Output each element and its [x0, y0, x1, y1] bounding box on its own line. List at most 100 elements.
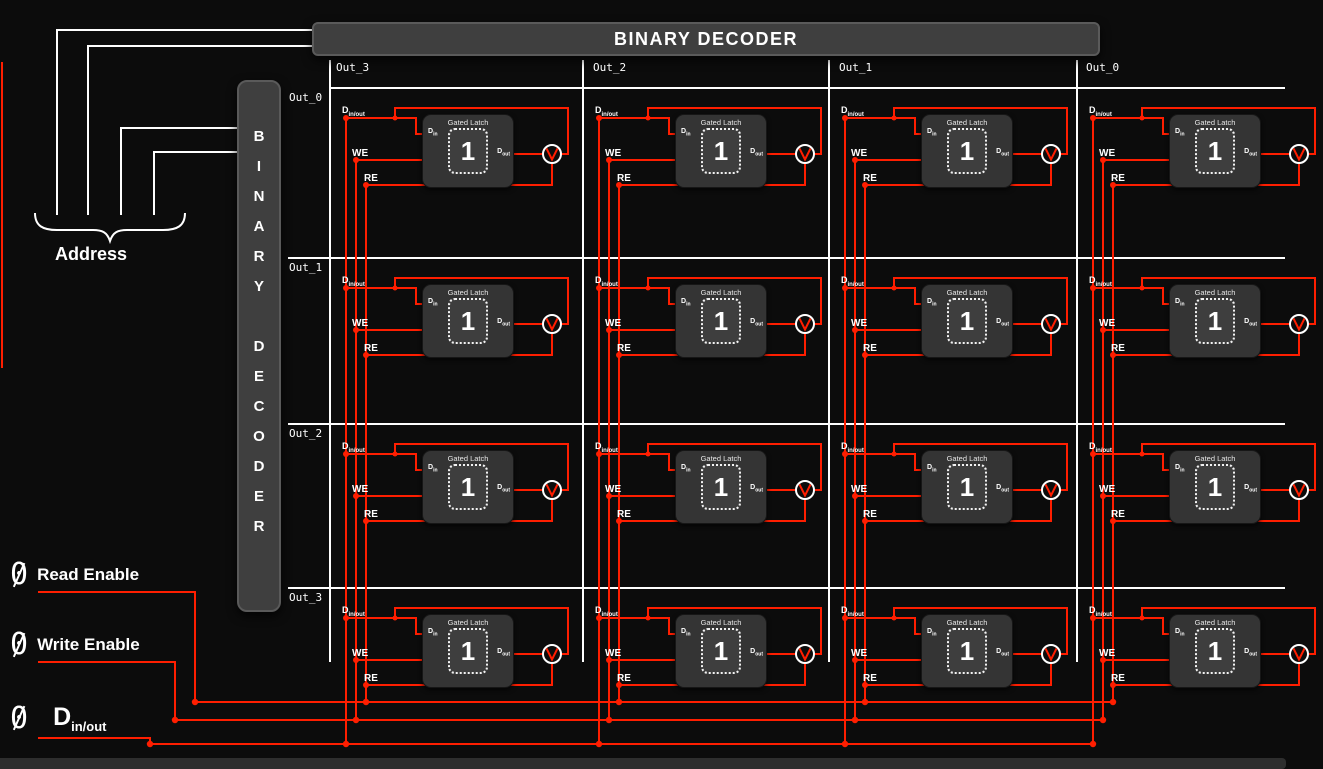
din-d: D [1175, 464, 1181, 471]
write-enable-label: Write Enable [37, 635, 140, 654]
memory-cell: Din/out WE RE Gated Latch Din 1 Dout [583, 258, 829, 428]
dinout-sub: in/out [1095, 611, 1112, 618]
latch-stored-bit: 1 [701, 464, 741, 510]
din-sub: in [932, 131, 937, 138]
latch-dout-label: Dout [996, 318, 1009, 327]
latch-title: Gated Latch [700, 288, 742, 297]
row-header-out3: Out_3 [289, 591, 323, 604]
din-sub: in [1180, 631, 1185, 638]
cell-re-label: RE [617, 509, 631, 520]
dinout-wire [599, 117, 675, 135]
junction-dot [596, 285, 602, 291]
junction-dot [862, 352, 868, 358]
dout-d: D [750, 148, 756, 155]
cell-re-label: RE [617, 343, 631, 354]
latch-dout-label: Dout [750, 484, 763, 493]
dinout-wire [599, 617, 675, 635]
din-sub: in [433, 467, 438, 474]
dout-sub: out [755, 487, 763, 494]
junction-dot [342, 740, 350, 748]
cell-we-label: WE [1099, 648, 1116, 659]
address-label: Address [55, 244, 128, 264]
latch-title: Gated Latch [1194, 288, 1236, 297]
cell-re-label: RE [863, 509, 877, 520]
latch-din-label: Din [681, 298, 691, 307]
feedback-loop-wire [647, 277, 822, 325]
dinout-wire [599, 453, 675, 471]
junction-dot [343, 615, 349, 621]
junction-dot [343, 285, 349, 291]
tristate-buffer-glyph [1292, 484, 1306, 498]
dinout-sub: in/out [348, 281, 365, 288]
cell-wires [1090, 107, 1316, 188]
dinout-wire [1093, 287, 1169, 305]
latch-title: Gated Latch [1194, 618, 1236, 627]
dinout-wire [845, 287, 921, 305]
latch-dout-label: Dout [497, 318, 510, 327]
din-sub: in [1180, 467, 1185, 474]
cell-re-label: RE [617, 673, 631, 684]
junction-dot [606, 327, 612, 333]
feedback-loop-wire [394, 277, 569, 325]
din-sub: in [686, 131, 691, 138]
junction-dot [1110, 518, 1116, 524]
latch-stored-bit: 1 [947, 298, 987, 344]
junction-dot [1110, 682, 1116, 688]
memory-cell: Din/out WE RE Gated Latch Din 1 Dout [583, 588, 829, 758]
col-header-out3: Out_3 [336, 61, 370, 74]
dinout-sub: in/out [847, 447, 864, 454]
cell-we-label: WE [352, 318, 369, 329]
latch-stored-bit: 1 [448, 298, 488, 344]
dinout-d: D [1089, 441, 1096, 451]
grid-lines [288, 60, 1285, 662]
dinout-signal-label: Din/out [53, 703, 106, 734]
cell-we-label: WE [1099, 484, 1116, 495]
memory-cell: Din/out WE RE Gated Latch Din 1 Dout [1077, 588, 1323, 758]
latch-din-label: Din [927, 628, 937, 637]
latch-dout-label: Dout [497, 648, 510, 657]
bit-zero: 0 [10, 557, 29, 592]
dinout-wire [599, 287, 675, 305]
din-d: D [428, 628, 434, 635]
tristate-buffer-glyph [545, 318, 559, 332]
junction-dot [353, 327, 359, 333]
latch-dout-label: Dout [750, 148, 763, 157]
dinout-sub: in/out [1095, 447, 1112, 454]
cell-wires [343, 607, 569, 688]
dout-sub: out [1001, 321, 1009, 328]
tristate-buffer-glyph [798, 648, 812, 662]
cell-wires [343, 443, 569, 524]
junction-dot [616, 182, 622, 188]
gated-latch: Gated Latch Din 1 Dout [921, 450, 1013, 524]
junction-dot [1090, 615, 1096, 621]
junction-dot [1100, 657, 1106, 663]
junction-dot [842, 115, 848, 121]
cell-we-label: WE [1099, 318, 1116, 329]
junction-dot [606, 657, 612, 663]
cell-dinout-label: Din/out [1089, 105, 1112, 118]
cell-wires [842, 607, 1068, 688]
latch-stored-bit: 1 [1195, 128, 1235, 174]
dout-sub: out [755, 321, 763, 328]
dinout-d: D [595, 275, 602, 285]
latch-din-label: Din [681, 628, 691, 637]
junction-dot [616, 682, 622, 688]
latch-din-label: Din [1175, 464, 1185, 473]
din-d: D [927, 628, 933, 635]
memory-cell: Din/out WE RE Gated Latch Din 1 Dout [829, 88, 1075, 258]
dinout-d: D [1089, 605, 1096, 615]
dinout-wire [346, 117, 422, 135]
cell-dinout-label: Din/out [595, 605, 618, 618]
cell-wires [343, 277, 569, 358]
latch-title: Gated Latch [946, 288, 988, 297]
cell-re-label: RE [863, 343, 877, 354]
feedback-loop-wire [1141, 107, 1316, 155]
junction-dot [363, 518, 369, 524]
dinout-wire [845, 453, 921, 471]
junction-dot [1109, 698, 1117, 706]
latch-stored-bit: 1 [701, 128, 741, 174]
dout-d: D [750, 484, 756, 491]
gated-latch: Gated Latch Din 1 Dout [422, 114, 514, 188]
